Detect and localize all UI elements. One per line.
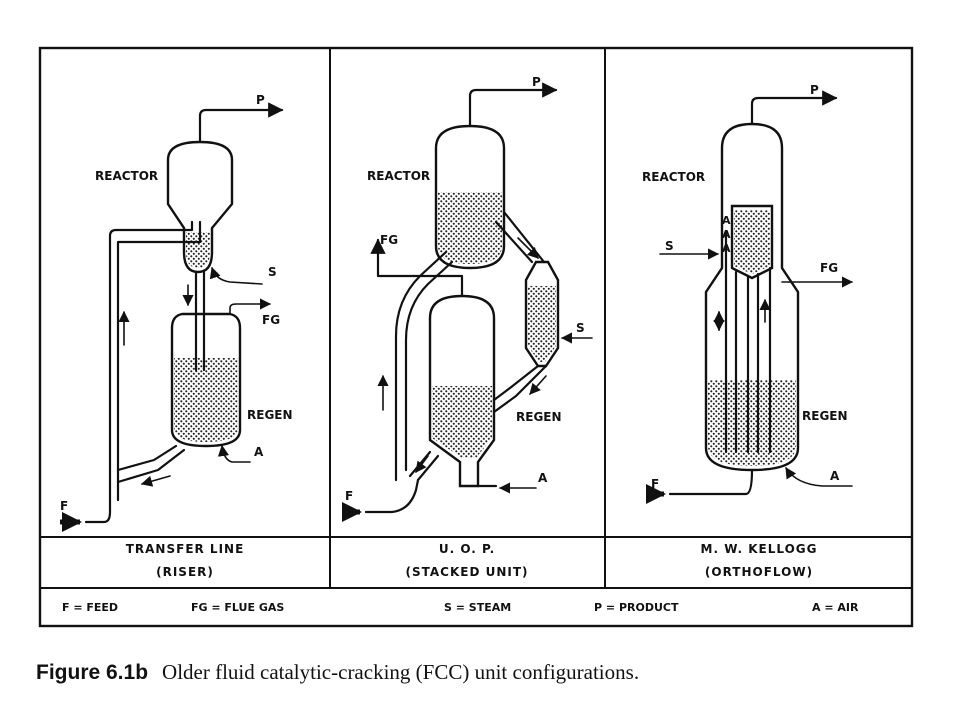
orthoflow-vessel [704, 122, 800, 472]
legend-flue-gas: FG = FLUE GAS [191, 601, 284, 614]
regen-label: REGEN [247, 408, 293, 422]
air-label: A [254, 445, 264, 459]
legend-air: A = AIR [812, 601, 859, 614]
steam-label: S [576, 321, 585, 335]
panel-caption-line1: M. W. KELLOGG [701, 542, 818, 556]
panel-caption-line2: (ORTHOFLOW) [705, 565, 813, 579]
steam-label: S [268, 265, 277, 279]
figure-caption: Figure 6.1b Older fluid catalytic-crackin… [36, 660, 639, 685]
svg-text:A: A [722, 242, 731, 255]
svg-text:A: A [722, 228, 731, 241]
regenerator-vessel [428, 294, 496, 488]
legend: F = FEED FG = FLUE GAS S = STEAM P = PRO… [62, 601, 859, 614]
feed-label: F [345, 489, 353, 503]
reactor-vessel [434, 124, 506, 270]
panel-caption-line2: (RISER) [156, 565, 214, 579]
air-label: A [830, 469, 840, 483]
air-label: A [538, 471, 548, 485]
product-label: P [810, 83, 819, 97]
panel-caption-line1: U. O. P. [439, 542, 495, 556]
figure-caption-text: Older fluid catalytic-cracking (FCC) uni… [162, 660, 640, 684]
panel-caption-line2: (STACKED UNIT) [405, 565, 528, 579]
panel-transfer-line: REACTOR REGEN P FG S A F TRANSFER LINE (… [60, 93, 293, 579]
regenerator-vessel [170, 312, 242, 448]
flue-gas-label: FG [262, 313, 280, 327]
flue-gas-label: FG [820, 261, 838, 275]
legend-product: P = PRODUCT [594, 601, 679, 614]
reactor-section [730, 204, 774, 280]
reactor-label: REACTOR [642, 170, 705, 184]
feed-label: F [60, 499, 68, 513]
feed-label: F [651, 477, 659, 491]
regen-label: REGEN [516, 410, 562, 424]
reactor-vessel [166, 140, 234, 274]
regen-label: REGEN [802, 409, 848, 423]
legend-feed: F = FEED [62, 601, 118, 614]
steam-label: S [665, 239, 674, 253]
product-label: P [256, 93, 265, 107]
panel-orthoflow: A A A REACTOR REGEN P FG S A F M. W. KEL… [642, 83, 854, 579]
reactor-label: REACTOR [367, 169, 430, 183]
panel-stacked-unit: REACTOR REGEN P FG S A F U. O. P. (STACK… [342, 75, 593, 579]
stripper-vessel [524, 260, 560, 368]
product-label: P [532, 75, 541, 89]
flue-gas-label: FG [380, 233, 398, 247]
figure-number: Figure 6.1b [36, 661, 149, 684]
diagram-frame [38, 46, 914, 628]
reactor-label: REACTOR [95, 169, 158, 183]
svg-text:A: A [722, 214, 731, 227]
legend-steam: S = STEAM [444, 601, 511, 614]
panel-caption-line1: TRANSFER LINE [126, 542, 245, 556]
